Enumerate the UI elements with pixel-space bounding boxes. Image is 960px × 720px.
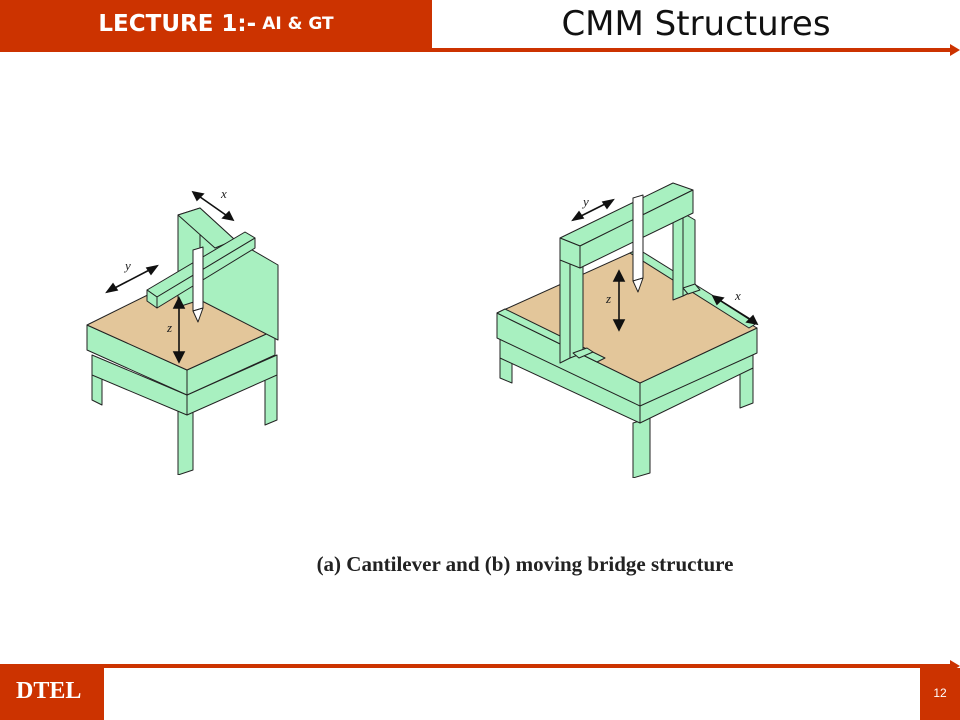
page-title: CMM Structures (561, 4, 831, 44)
footer-divider (0, 664, 952, 668)
moving-bridge-cmm-figure: y x z (496, 182, 759, 478)
axis-label-y: y (581, 194, 589, 209)
axis-label-z: z (605, 291, 611, 306)
lecture-topic: AI & GT (262, 14, 334, 34)
axis-label-y: y (123, 258, 131, 273)
header-divider (0, 48, 952, 52)
figure-caption: (a) Cantilever and (b) moving bridge str… (316, 552, 734, 576)
axis-label-x: x (220, 186, 227, 201)
page-number: 12 (920, 668, 960, 720)
header-divider-arrow-icon (950, 44, 960, 56)
footer-divider-arrow-icon (950, 660, 960, 672)
axis-label-x: x (734, 288, 741, 303)
lecture-prefix: LECTURE 1:- (98, 11, 257, 37)
lecture-header-band: LECTURE 1:- AI & GT (0, 0, 432, 48)
axis-label-z: z (166, 320, 172, 335)
dtel-logo: DTEL (0, 668, 104, 720)
cantilever-cmm-figure: x y z (86, 186, 279, 475)
